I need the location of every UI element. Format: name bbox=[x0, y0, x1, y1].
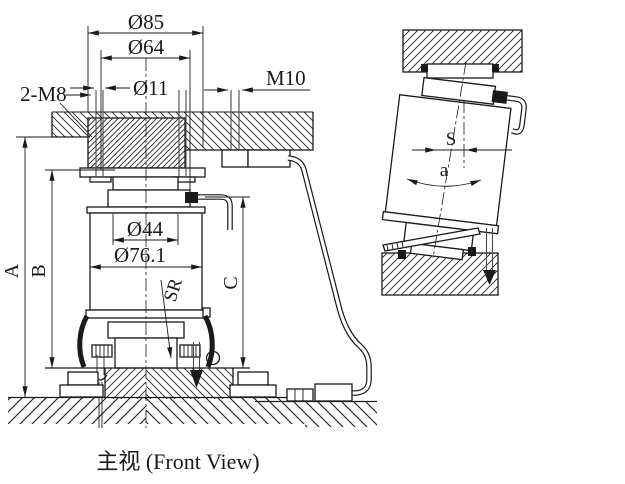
floor-cable bbox=[287, 155, 372, 396]
rubber-boot-right bbox=[202, 314, 215, 368]
view-caption: 主视 (Front View) bbox=[96, 449, 259, 474]
threaded-collar-right bbox=[179, 344, 201, 358]
junction-box-body bbox=[314, 383, 353, 402]
tilt-bottom-block bbox=[381, 252, 499, 296]
tilt-jack-bolt bbox=[483, 228, 496, 285]
label-dia11: Ø11 bbox=[133, 76, 168, 100]
cable-bracket bbox=[247, 149, 291, 168]
m10-nut bbox=[221, 149, 249, 168]
tilt-cable-connector bbox=[491, 90, 508, 104]
threaded-collar-left bbox=[91, 344, 113, 358]
dim-dia64: Ø64 bbox=[100, 35, 191, 207]
tilt-shim-rod bbox=[382, 227, 481, 252]
front-foundation bbox=[8, 367, 377, 427]
m10-bolt-assembly bbox=[221, 90, 291, 168]
tilt-foot bbox=[409, 242, 465, 261]
right-foot-base bbox=[229, 384, 277, 398]
label-2m8: 2-M8 bbox=[20, 82, 67, 106]
tilted-load-cell bbox=[381, 76, 527, 261]
dim-2m8: 2-M8 bbox=[20, 82, 93, 138]
label-dim-c: C bbox=[220, 276, 242, 289]
upper-ring bbox=[107, 189, 191, 208]
label-dim-a: A bbox=[1, 263, 23, 278]
dim-b: B bbox=[28, 169, 115, 368]
dim-a: A bbox=[1, 136, 90, 397]
label-a: a bbox=[440, 160, 449, 181]
dim-angle-a: a bbox=[406, 160, 482, 187]
cable-connector bbox=[185, 192, 198, 203]
label-dia76: Ø76.1 bbox=[114, 243, 166, 267]
rubber-boot-left bbox=[77, 314, 90, 368]
dim-c: C bbox=[205, 196, 250, 368]
label-s: S bbox=[446, 129, 457, 150]
left-foot-base bbox=[59, 384, 104, 398]
label-dia64: Ø64 bbox=[128, 35, 165, 59]
right-foot-step bbox=[237, 371, 269, 386]
dim-s: S bbox=[412, 129, 512, 153]
label-m10: M10 bbox=[266, 66, 306, 90]
label-dia44: Ø44 bbox=[127, 217, 164, 241]
left-foot-step bbox=[67, 371, 99, 386]
tilt-foot-seal-right bbox=[468, 247, 476, 256]
m8-bolts bbox=[95, 90, 187, 177]
cable-grommet bbox=[205, 350, 221, 366]
front-mounting-plate bbox=[79, 117, 206, 183]
cable-clamp bbox=[286, 388, 314, 402]
tilt-top-cup bbox=[421, 63, 499, 79]
top-cup bbox=[112, 176, 179, 191]
dim-dia76: Ø76.1 bbox=[90, 243, 202, 270]
left-bolt-washer bbox=[89, 176, 112, 183]
tilt-centerlines bbox=[432, 61, 467, 259]
dim-dia44: Ø44 bbox=[112, 214, 179, 245]
dim-dia11: Ø11 bbox=[70, 76, 168, 100]
label-dim-b: B bbox=[28, 264, 50, 277]
junction-box bbox=[286, 383, 353, 402]
tilt-foot-seal-left bbox=[398, 250, 406, 259]
dim-m10: M10 bbox=[204, 66, 310, 93]
label-dia85: Ø85 bbox=[128, 10, 164, 34]
dim-dia85: Ø85 bbox=[87, 10, 204, 148]
